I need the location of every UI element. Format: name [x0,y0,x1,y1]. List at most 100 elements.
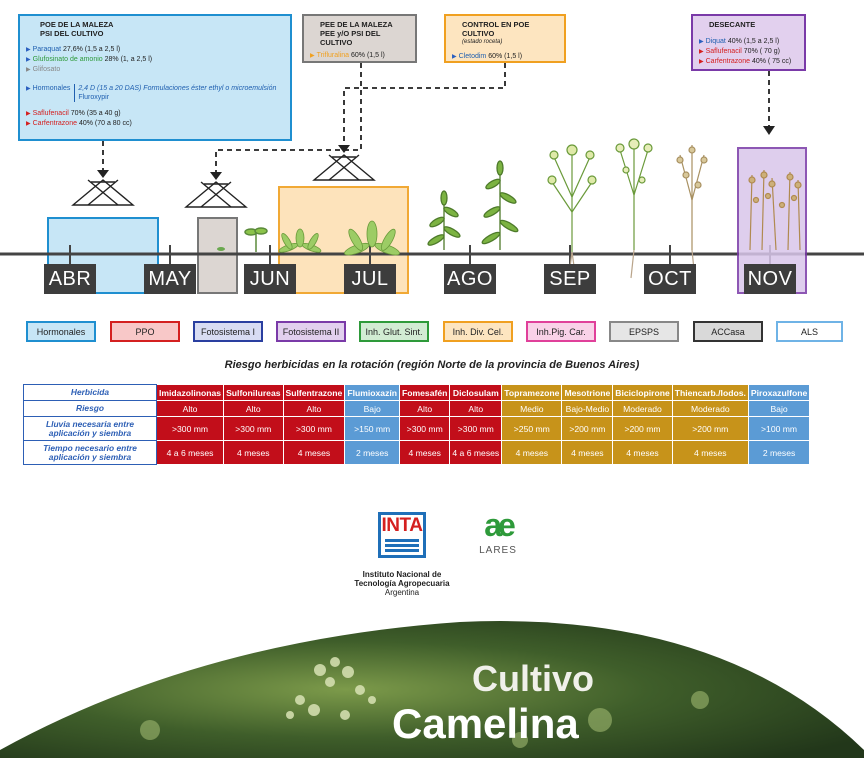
table-cell: Moderado [671,400,749,417]
poe-maleza-subtitle: PSI DEL CULTIVO [40,29,104,38]
inta-line1: Instituto Nacional de [362,570,442,579]
table-cell: >300 mm [223,416,284,441]
month-sep: SEP [544,264,596,294]
pee-maleza-subtitle: PEE y/O PSI DEL CULTIVO [320,29,381,47]
legend-als: ALS [776,321,843,342]
poe-maleza-box: POE DE LA MALEZA PSI DEL CULTIVO ▶Paraqu… [18,14,292,141]
table-cell: >200 mm [561,416,614,441]
row-label-tiempo: Tiempo necesario entre aplicación y siem… [23,440,157,465]
legend-fotosistema-ii: Fotosistema II [276,321,346,342]
arrowheads [97,126,775,180]
legend-fotosistema-i: Fotosistema I [193,321,263,342]
legend-ppo: PPO [110,321,180,342]
crown-symbols [71,154,376,208]
arrow-icon: ▶ [699,49,704,55]
table-cell: 2 meses [747,440,811,465]
arrow-icon: ▶ [26,86,31,92]
timeline-graphics [0,63,864,294]
table-cell: >300 mm [155,416,225,441]
dry-plants [748,169,802,251]
item-cletodim: ▶Cletodim 60% (1,5 l) [452,53,523,60]
plant-stages [217,138,708,283]
table-cell: Medio [501,400,563,417]
table-cell: Alto [449,400,503,417]
col-header: Fomesafén [399,384,451,401]
dashed-connectors [102,63,770,172]
item-glifosato: ▶Glifosato [26,66,61,73]
item-hormonales: ▶Hormonales 2,4 D (15 a 20 DAS) Formulac… [26,84,277,102]
arrow-icon: ▶ [26,47,31,53]
col-header: Mesotrione [561,384,614,401]
pee-maleza-title: PEE DE LA MALEZA [320,20,393,29]
item-saflufenacil-des: ▶Saflufenacil 70% ( 70 g) [699,48,780,55]
lares-logo-text: LARES [479,545,517,556]
month-jul: JUL [344,264,396,294]
table-cell: >300 mm [399,416,451,441]
arrow-icon: ▶ [26,111,31,117]
col-header: Piroxazulfone [747,384,811,401]
inta-name: Instituto Nacional de Tecnología Agropec… [340,570,464,597]
item-carfentrazone-des: ▶Carfentrazone 40% ( 75 cc) [699,58,792,65]
col-header: Imidazolinonas [155,384,225,401]
table-cell: Moderado [612,400,673,417]
table-cell: 4 meses [282,440,346,465]
pee-maleza-box: PEE DE LA MALEZA PEE y/O PSI DEL CULTIVO… [302,14,417,63]
col-header: Diclosulam [449,384,503,401]
col-header: Thiencarb./Iodos. [671,384,749,401]
legend-epsps: EPSPS [609,321,679,342]
month-abr: ABR [44,264,96,294]
desecante-box: DESECANTE ▶Diquat 40% (1,5 a 2,5 l) ▶Saf… [691,14,806,71]
table-cell: Alto [399,400,451,417]
table-cell: >150 mm [344,416,401,441]
table-cell: Alto [282,400,346,417]
table-cell: Alto [155,400,225,417]
inta-logo-mark: INTA [381,515,423,536]
col-header: Biciclopirone [612,384,673,401]
table-cell: 4 a 6 meses [155,440,225,465]
control-poe-box: CONTROL EN POE CULTIVO (estado roceta) ▶… [444,14,566,63]
inta-line3: Argentina [384,588,420,597]
col-header: Flumioxazín [344,384,401,401]
item-paraquat: ▶Paraquat 27,6% (1,5 a 2,5 l) [26,46,121,53]
arrow-icon: ▶ [26,57,31,63]
table-cell: 4 meses [399,440,451,465]
month-ago: AGO [444,264,496,294]
arrow-icon: ▶ [452,54,457,60]
banner-title-line1: Cultivo [472,658,594,699]
month-oct: OCT [644,264,696,294]
arrow-icon: ▶ [699,59,704,65]
table-row-herbicida: Herbicida Imidazolinonas Sulfonilureas S… [23,384,811,401]
desecante-title: DESECANTE [709,20,756,29]
table-cell: >250 mm [501,416,563,441]
table-cell: 4 meses [501,440,563,465]
table-cell: 2 meses [344,440,401,465]
control-poe-subtitle: (estado roceta) [462,39,503,45]
arrow-icon: ▶ [26,67,31,73]
banner-background [0,621,864,758]
item-saflufenacil: ▶Saflufenacil 70% (35 a 40 g) [26,110,121,117]
table-cell: 4 meses [671,440,749,465]
table-cell: Bajo-Medio [561,400,614,417]
legend-inh-div-cel: Inh. Div. Cel. [443,321,513,342]
table-cell: Bajo [344,400,401,417]
banner-title-line2: Camelina [392,700,579,747]
table-cell: >200 mm [612,416,673,441]
col-header: Sulfonilureas [223,384,284,401]
item-carfentrazone: ▶Carfentrazone 40% (70 a 80 cc) [26,120,132,127]
legend-accasa: ACCasa [693,321,763,342]
table-cell: 4 a 6 meses [449,440,503,465]
poe-maleza-title: POE DE LA MALEZA [40,20,114,29]
item-diquat: ▶Diquat 40% (1,5 a 2,5 l) [699,38,780,45]
table-cell: >200 mm [671,416,749,441]
risk-title: Riesgo herbicidas en la rotación (región… [224,359,640,371]
col-header: Sulfentrazone [282,384,346,401]
control-poe-title: CONTROL EN POE CULTIVO [462,20,530,38]
risk-table: Herbicida Imidazolinonas Sulfonilureas S… [23,384,811,465]
col-header: Topramezone [501,384,563,401]
legend-inh-pig-car: Inh.Pig. Car. [526,321,596,342]
inta-line2: Tecnología Agropecuaria [354,579,450,588]
table-cell: 4 meses [223,440,284,465]
month-nov: NOV [744,264,796,294]
arrow-icon: ▶ [699,39,704,45]
table-cell: >300 mm [282,416,346,441]
